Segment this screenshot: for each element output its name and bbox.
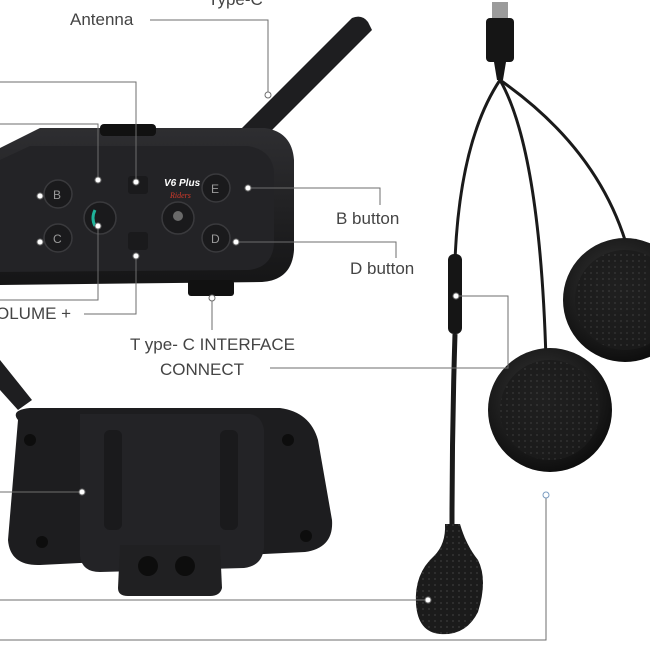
clamp-screw-left (138, 556, 158, 576)
button-d-letter: D (211, 232, 220, 246)
button-e-letter: E (211, 182, 219, 196)
brand-model: V6 Plus (164, 178, 201, 189)
label-volume-plus: OLUME + (0, 305, 71, 322)
leader-antenna (150, 20, 268, 95)
headset-assembly (416, 2, 650, 634)
volume-up-button (128, 176, 148, 194)
label-b-button: B button (336, 210, 399, 227)
usb-c-plug (486, 18, 514, 62)
cable-mic (455, 80, 500, 260)
label-typec-interface: T ype- C INTERFACE (130, 336, 295, 353)
microphone-foam (416, 524, 483, 634)
button-b-letter: B (53, 188, 61, 202)
speaker-left-grille (500, 360, 600, 460)
label-connect: CONNECT (160, 361, 244, 378)
corner-hole-tl (24, 434, 36, 446)
brand-riders: Riders (169, 191, 191, 200)
mic-boom (452, 334, 455, 525)
cable-left-speaker (500, 80, 546, 360)
antenna (240, 17, 372, 140)
label-d-button: D button (350, 260, 414, 277)
cable-right-speaker (500, 80, 628, 250)
plug-strain-relief (494, 62, 506, 80)
clamp-tab (118, 545, 222, 596)
usb-c-tip (492, 2, 508, 18)
antenna-back (0, 360, 32, 410)
intercom-unit-front (0, 17, 372, 296)
typec-port (188, 280, 234, 296)
top-knob (100, 124, 156, 136)
rider-icon (173, 211, 183, 221)
corner-hole-tr (282, 434, 294, 446)
label-antenna: Antenna (70, 11, 133, 28)
clamp-screw-right (175, 556, 195, 576)
clamp-slot-left (104, 430, 122, 530)
corner-hole-br (300, 530, 312, 542)
clamp-slot-right (220, 430, 238, 530)
leader-connect (270, 296, 508, 368)
volume-down-button (128, 232, 148, 250)
button-c-letter: C (53, 232, 62, 246)
corner-hole-bl (36, 536, 48, 548)
intercom-unit-back (0, 360, 332, 596)
phone-button (84, 202, 116, 234)
